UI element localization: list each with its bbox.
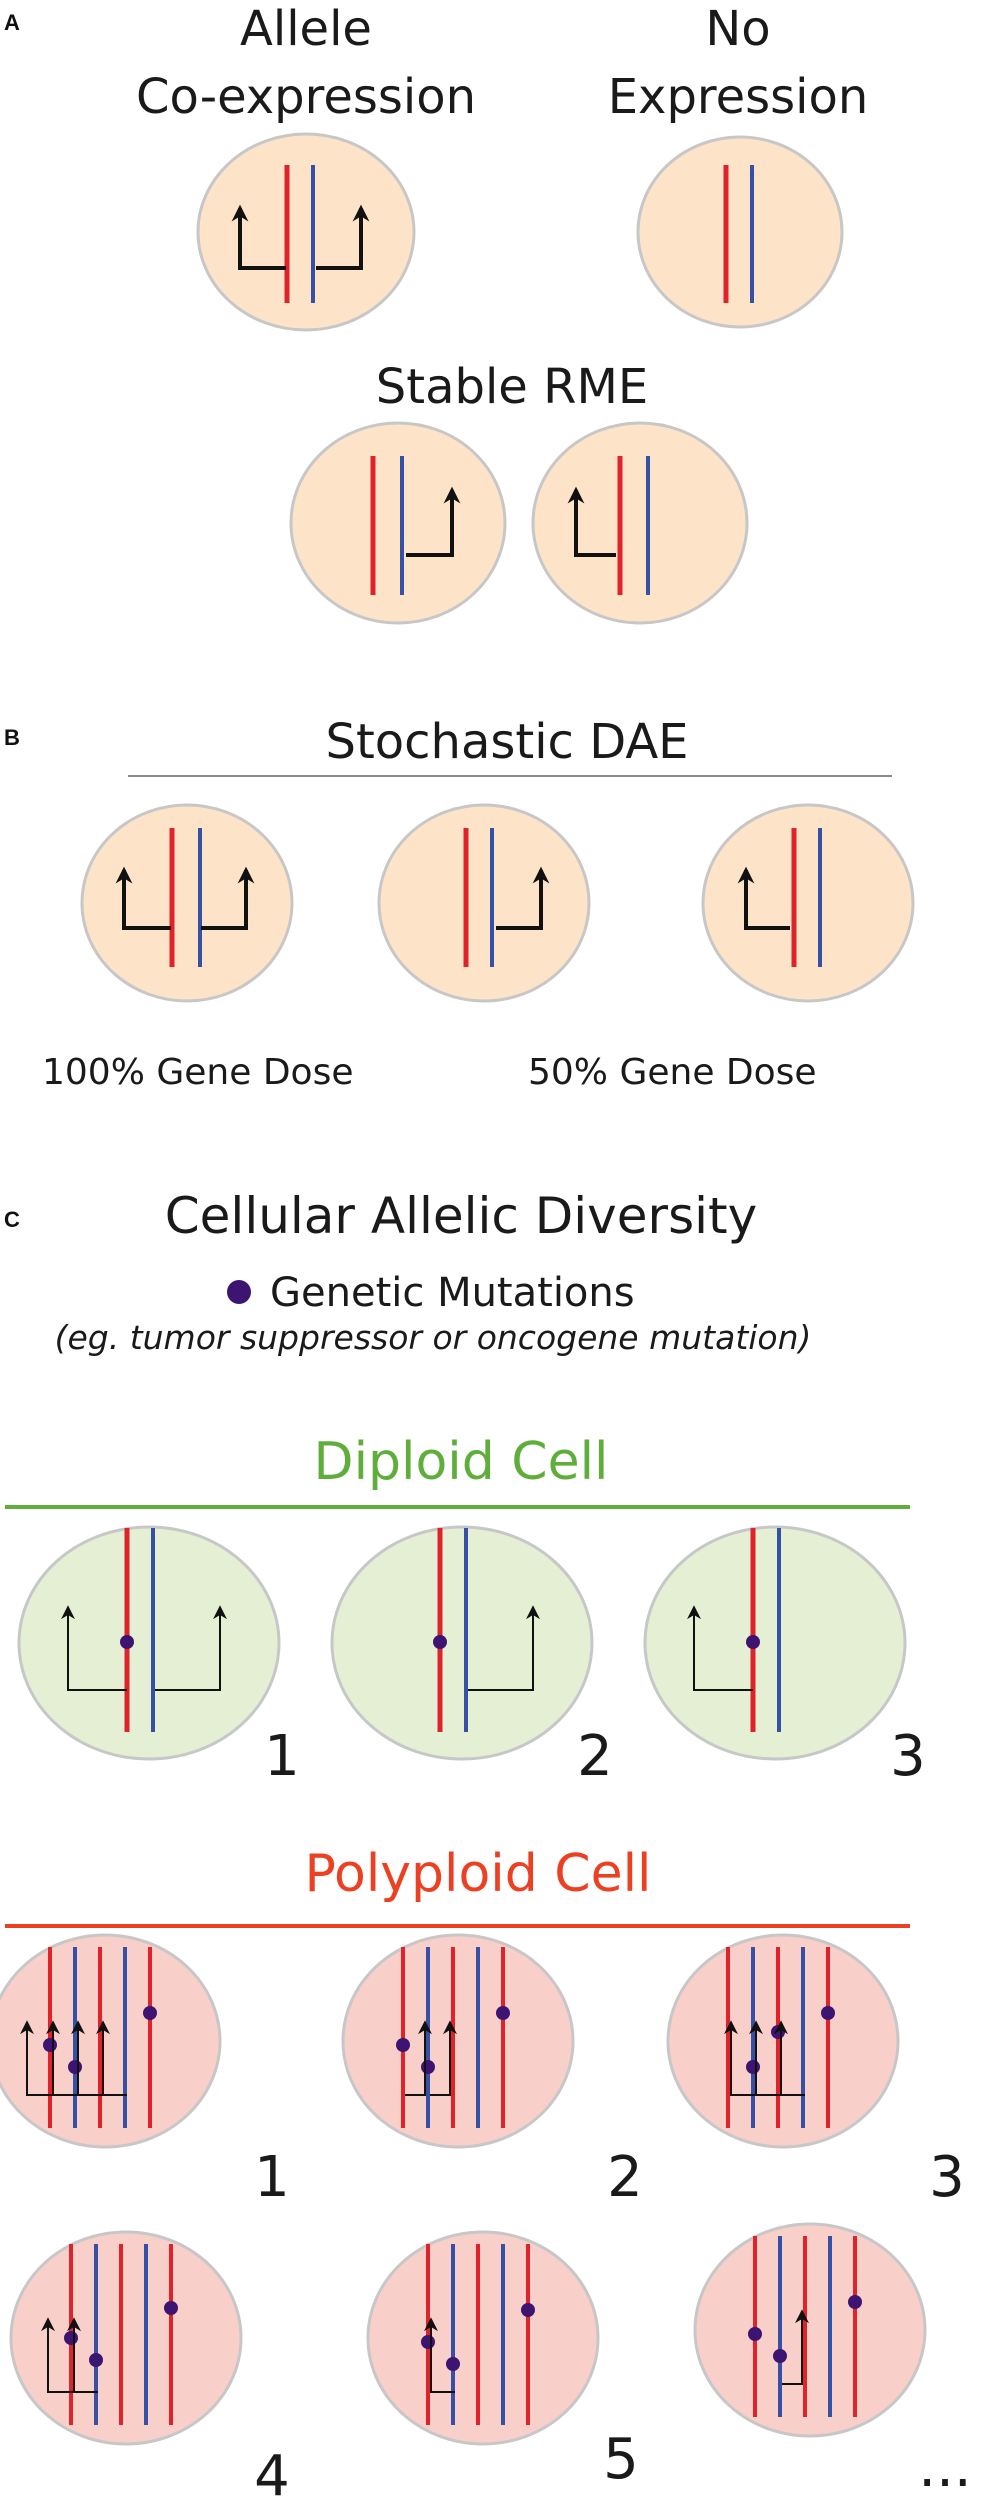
promoter-arrow bbox=[201, 866, 255, 930]
polyploid-number-1: 1 bbox=[254, 2145, 290, 2210]
mutation-dot bbox=[748, 2327, 762, 2341]
cell-dae-blue bbox=[377, 803, 591, 1003]
polyploid-cell-title: Polyploid Cell bbox=[305, 1844, 652, 1904]
promoter-arrow bbox=[774, 2020, 805, 2096]
promoter-arrow bbox=[567, 486, 616, 557]
polyploid-cell-2 bbox=[341, 1933, 575, 2149]
mutation-dot bbox=[746, 1635, 760, 1649]
promoter-arrow bbox=[782, 2309, 809, 2385]
no-expression-title-line2: Expression bbox=[608, 69, 869, 125]
promoter-arrow bbox=[496, 866, 550, 930]
mutation-dot bbox=[433, 1635, 447, 1649]
coexpression-title-line2: Co-expression bbox=[136, 69, 476, 125]
promoter-arrow bbox=[430, 2020, 457, 2096]
mutation-dot bbox=[89, 2353, 103, 2367]
promoter-arrow bbox=[405, 2020, 432, 2096]
cell-rme-red bbox=[531, 421, 749, 625]
polyploid-number-4: 4 bbox=[254, 2444, 290, 2504]
mutation-dot bbox=[164, 2301, 178, 2315]
promoter-arrow bbox=[468, 1605, 540, 1691]
promoter-arrow bbox=[96, 2020, 127, 2096]
stable-rme-title: Stable RME bbox=[376, 359, 648, 415]
promoter-arrow bbox=[737, 866, 790, 930]
cell-diagrams bbox=[0, 132, 927, 2446]
promoter-arrow bbox=[20, 2020, 52, 2096]
mutation-dot bbox=[773, 2349, 787, 2363]
promoter-arrow bbox=[424, 2317, 455, 2393]
mutation-dot bbox=[771, 2025, 785, 2039]
mutation-legend-note: (eg. tumor suppressor or oncogene mutati… bbox=[55, 1318, 812, 1357]
mutation-dot bbox=[421, 2060, 435, 2074]
mutation-dot bbox=[120, 1635, 134, 1649]
coexpression-title-line1: Allele bbox=[240, 1, 372, 57]
promoter-arrow bbox=[231, 204, 286, 270]
diploid-number-3: 3 bbox=[890, 1724, 926, 1789]
diploid-cell-1 bbox=[17, 1525, 281, 1761]
promoter-arrow bbox=[155, 1605, 227, 1691]
mutation-dot bbox=[446, 2357, 460, 2371]
polyploid-cell-5 bbox=[366, 2230, 600, 2446]
diploid-cell-2 bbox=[330, 1525, 594, 1761]
promoter-arrow bbox=[41, 2317, 73, 2393]
promoter-arrow bbox=[61, 1605, 127, 1691]
promoter-arrow bbox=[71, 2020, 102, 2096]
stochastic-dae-title: Stochastic DAE bbox=[326, 714, 689, 770]
cell-dae-both bbox=[80, 803, 294, 1003]
polyploid-number-2: 2 bbox=[607, 2145, 643, 2210]
diploid-cell-title: Diploid Cell bbox=[314, 1432, 609, 1492]
promoter-arrow bbox=[46, 2020, 77, 2096]
mutation-dot bbox=[848, 2295, 862, 2309]
mutation-dot bbox=[746, 2060, 760, 2074]
mutation-dot bbox=[43, 2038, 57, 2052]
polyploid-number-3: 3 bbox=[929, 2145, 965, 2210]
no-expression-title-line1: No bbox=[705, 1, 770, 57]
mutation-legend-label: Genetic Mutations bbox=[270, 1270, 635, 1316]
polyploid-number-5: 5 bbox=[603, 2427, 639, 2492]
diploid-number-1: 1 bbox=[264, 1724, 300, 1789]
promoter-arrow bbox=[316, 204, 370, 270]
promoter-arrow bbox=[115, 866, 171, 930]
mutation-legend-dot bbox=[227, 1280, 251, 1304]
polyploid-cell-3 bbox=[666, 1933, 900, 2149]
cell-dae-red bbox=[701, 803, 915, 1003]
promoter-arrow bbox=[724, 2020, 755, 2096]
polyploid-cell-1 bbox=[0, 1933, 222, 2149]
polyploid-cell-6 bbox=[693, 2222, 927, 2438]
promoter-arrow bbox=[749, 2020, 780, 2096]
promoter-arrow bbox=[67, 2317, 98, 2393]
panel-a-label: A bbox=[4, 10, 20, 35]
cell-coexpression bbox=[196, 132, 416, 332]
mutation-dot bbox=[143, 2006, 157, 2020]
mutation-dot bbox=[64, 2331, 78, 2345]
panel-c-label: C bbox=[4, 1207, 20, 1232]
mutation-dot bbox=[496, 2006, 510, 2020]
diploid-cell-3 bbox=[643, 1525, 907, 1761]
mutation-dot bbox=[821, 2006, 835, 2020]
allelic-diversity-title: Cellular Allelic Diversity bbox=[165, 1187, 757, 1245]
promoter-arrow bbox=[687, 1605, 753, 1691]
dose-full-label: 100% Gene Dose bbox=[42, 1052, 353, 1093]
mutation-dot bbox=[521, 2303, 535, 2317]
polyploid-cell-4 bbox=[9, 2230, 243, 2446]
mutation-dot bbox=[396, 2038, 410, 2052]
panel-b-label: B bbox=[4, 725, 20, 750]
cell-rme-blue bbox=[289, 421, 507, 625]
promoter-arrow bbox=[406, 486, 461, 557]
mutation-dot bbox=[421, 2335, 435, 2349]
ellipsis: ... bbox=[918, 2435, 971, 2500]
cell-no-expression bbox=[636, 135, 844, 329]
diploid-number-2: 2 bbox=[577, 1724, 613, 1789]
mutation-dot bbox=[68, 2060, 82, 2074]
dose-half-label: 50% Gene Dose bbox=[528, 1052, 817, 1093]
